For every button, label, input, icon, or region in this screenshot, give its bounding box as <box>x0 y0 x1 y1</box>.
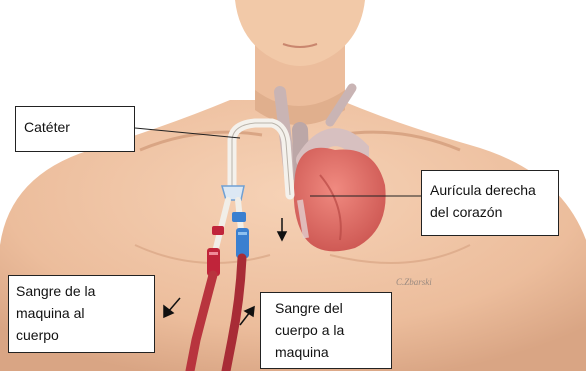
blood-to-machine-label: Sangre del cuerpo a la maquina <box>260 292 392 369</box>
blood-to-body-label: Sangre de la maquina al cuerpo <box>8 275 155 353</box>
blood-to-machine-line-2: cuerpo a la <box>275 319 377 341</box>
right-atrium-label: Aurícula derecha del corazón <box>421 170 559 236</box>
blood-to-body-line-2: maquina al <box>16 302 147 324</box>
blood-to-machine-line-3: maquina <box>275 341 377 363</box>
catheter-label: Catéter <box>15 106 135 152</box>
catheter-label-line: Catéter <box>24 116 126 138</box>
blood-to-body-line-3: cuerpo <box>16 324 147 346</box>
right-atrium-label-line-2: del corazón <box>430 201 550 223</box>
artist-signature: C.Zbarski <box>396 277 432 287</box>
blood-to-body-line-1: Sangre de la <box>16 280 147 302</box>
right-atrium-label-line-1: Aurícula derecha <box>430 179 550 201</box>
chin <box>235 0 365 66</box>
blood-to-machine-line-1: Sangre del <box>275 297 377 319</box>
catheter-hub <box>222 186 244 200</box>
